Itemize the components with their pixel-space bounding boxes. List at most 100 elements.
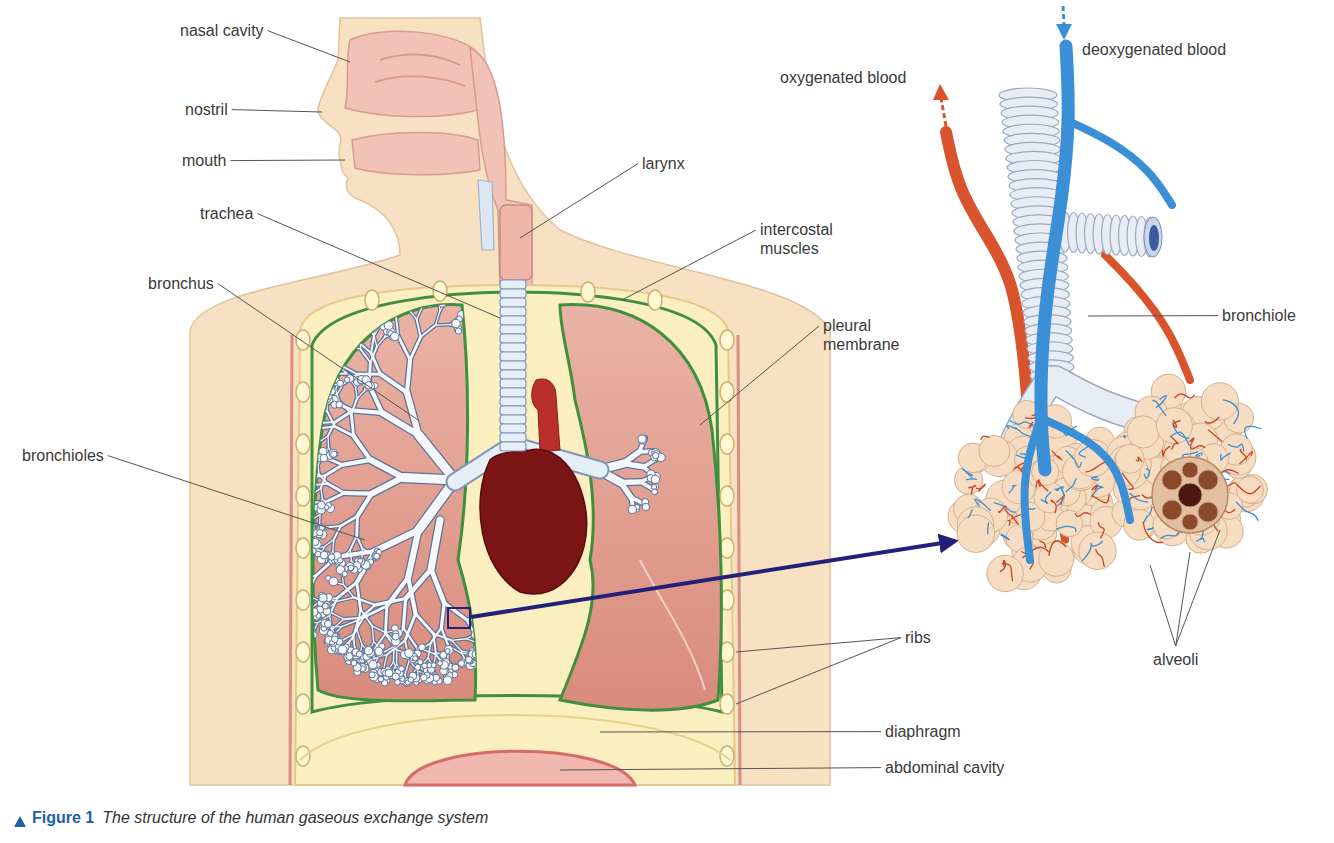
- bronchiole-outline: [341, 516, 358, 526]
- bronchiole-branch: [303, 473, 309, 476]
- bronchiole-branch: [303, 588, 308, 596]
- bronchiole-outline: [289, 452, 296, 456]
- alveolar-sac: [305, 351, 312, 358]
- bronchiole-branch: [441, 603, 444, 628]
- alveolar-sac: [419, 644, 426, 651]
- bronchiole-branch: [355, 516, 359, 536]
- bronchiole-outline: [372, 477, 403, 493]
- alveolar-sac: [306, 353, 311, 358]
- alveolar-sac: [376, 313, 383, 320]
- capillary: [1143, 522, 1163, 543]
- capillary: [1000, 534, 1009, 540]
- alveolar-sac: [381, 297, 389, 305]
- bronchiole-branch: [300, 609, 310, 612]
- trachea-ring: [500, 388, 526, 397]
- bronchiole-outline: [294, 482, 302, 486]
- bronchiole-branch: [356, 387, 357, 399]
- alveolar-sac: [305, 442, 312, 449]
- bronchiole-branch: [277, 561, 279, 571]
- bronchiole-branch: [295, 441, 304, 443]
- rib: [720, 330, 734, 350]
- bronchiole-outline: [303, 441, 314, 445]
- alveolar-sac: [352, 318, 358, 324]
- alveolar-sac: [299, 387, 307, 395]
- bronchiole-outline: [347, 324, 354, 331]
- alveolar-sac: [301, 384, 308, 391]
- alveolar-sac: [471, 630, 480, 639]
- bronchiole-outline: [295, 441, 304, 443]
- bronchiole-outline: [303, 473, 309, 476]
- bronchiole-outline: [491, 645, 503, 647]
- alveolar-sac: [358, 315, 364, 321]
- alveolar-sac: [317, 385, 325, 393]
- bronchiole-branch: [431, 520, 440, 569]
- bronchiole-branch: [349, 346, 360, 349]
- alveolar-sac: [310, 461, 317, 468]
- alveolar-sac: [502, 598, 509, 605]
- pharynx: [470, 48, 532, 292]
- g-shape: [628, 435, 665, 514]
- alveolar-sac: [475, 663, 482, 670]
- alveolar-sac: [628, 505, 636, 513]
- alveolar-sac: [284, 516, 289, 521]
- capillary: [976, 484, 985, 491]
- alveolus: [1115, 444, 1144, 473]
- bronchiole-branch: [410, 337, 420, 360]
- capillary: [1172, 432, 1189, 445]
- bronchiole-branch: [387, 293, 388, 305]
- bronchiole-outline: [306, 362, 314, 369]
- bronchiole-branch: [417, 307, 423, 319]
- alveolus: [987, 555, 1023, 591]
- rib: [365, 290, 379, 310]
- alveolar-sac: [269, 534, 276, 541]
- alveolar-sac: [298, 420, 304, 426]
- alveolar-sac: [426, 299, 433, 306]
- bronchiole-branch: [370, 460, 403, 478]
- alveolar-sac: [291, 397, 300, 406]
- alveolar-sac: [296, 425, 303, 432]
- bronchiole-outline: [309, 415, 313, 423]
- bronchiole-outline: [339, 333, 346, 339]
- alveolar-sac: [308, 401, 313, 406]
- bronchiole-branch: [298, 493, 303, 498]
- bronchiole-outline: [320, 395, 329, 399]
- capillary: [1191, 443, 1206, 449]
- alveolar-sac: [331, 337, 337, 343]
- bronchiole-branch: [342, 621, 358, 627]
- bronchiole-outline: [373, 306, 380, 313]
- alveolar-sac: [310, 369, 317, 376]
- alveolar-sac: [305, 410, 311, 416]
- trachea-ring: [500, 442, 526, 451]
- bronchiole-branch: [354, 436, 371, 460]
- bronchiole-branch: [357, 391, 364, 399]
- bronchiole-branch: [285, 599, 296, 601]
- alveolar-sac: [472, 651, 480, 659]
- bronchiole-outline: [371, 353, 380, 374]
- alveolar-sac: [501, 644, 506, 649]
- alveolar-sac: [297, 470, 304, 477]
- bronchiole-outline: [331, 347, 334, 360]
- alveolar-sac: [301, 424, 307, 430]
- g-shape: [258, 286, 515, 686]
- alveolar-sac: [286, 501, 295, 510]
- bronchiole-outline: [302, 429, 310, 431]
- bronchiole-branch: [301, 474, 306, 479]
- alveolar-sac: [505, 628, 511, 634]
- alveolar-sac: [348, 318, 354, 324]
- bronchiole-branch: [303, 441, 314, 445]
- bronchiole-branch: [354, 322, 355, 330]
- bronchiole-outline: [435, 311, 439, 325]
- alveolar-sac: [356, 651, 362, 657]
- bronchiole-branch: [477, 638, 491, 646]
- bronchiole-branch: [439, 299, 440, 311]
- bronchiole-branch: [297, 535, 310, 548]
- bronchiole-branch: [324, 539, 334, 546]
- bronchiole-branch: [306, 609, 310, 618]
- bronchiole-branch: [288, 580, 297, 590]
- bronchiole-outline: [398, 336, 410, 359]
- bronchiole-outline: [361, 317, 370, 324]
- alveolar-sac: [305, 622, 310, 627]
- bronchiole-outline: [380, 303, 383, 313]
- alveolar-sac: [321, 382, 329, 390]
- alveolar-sac: [274, 519, 280, 525]
